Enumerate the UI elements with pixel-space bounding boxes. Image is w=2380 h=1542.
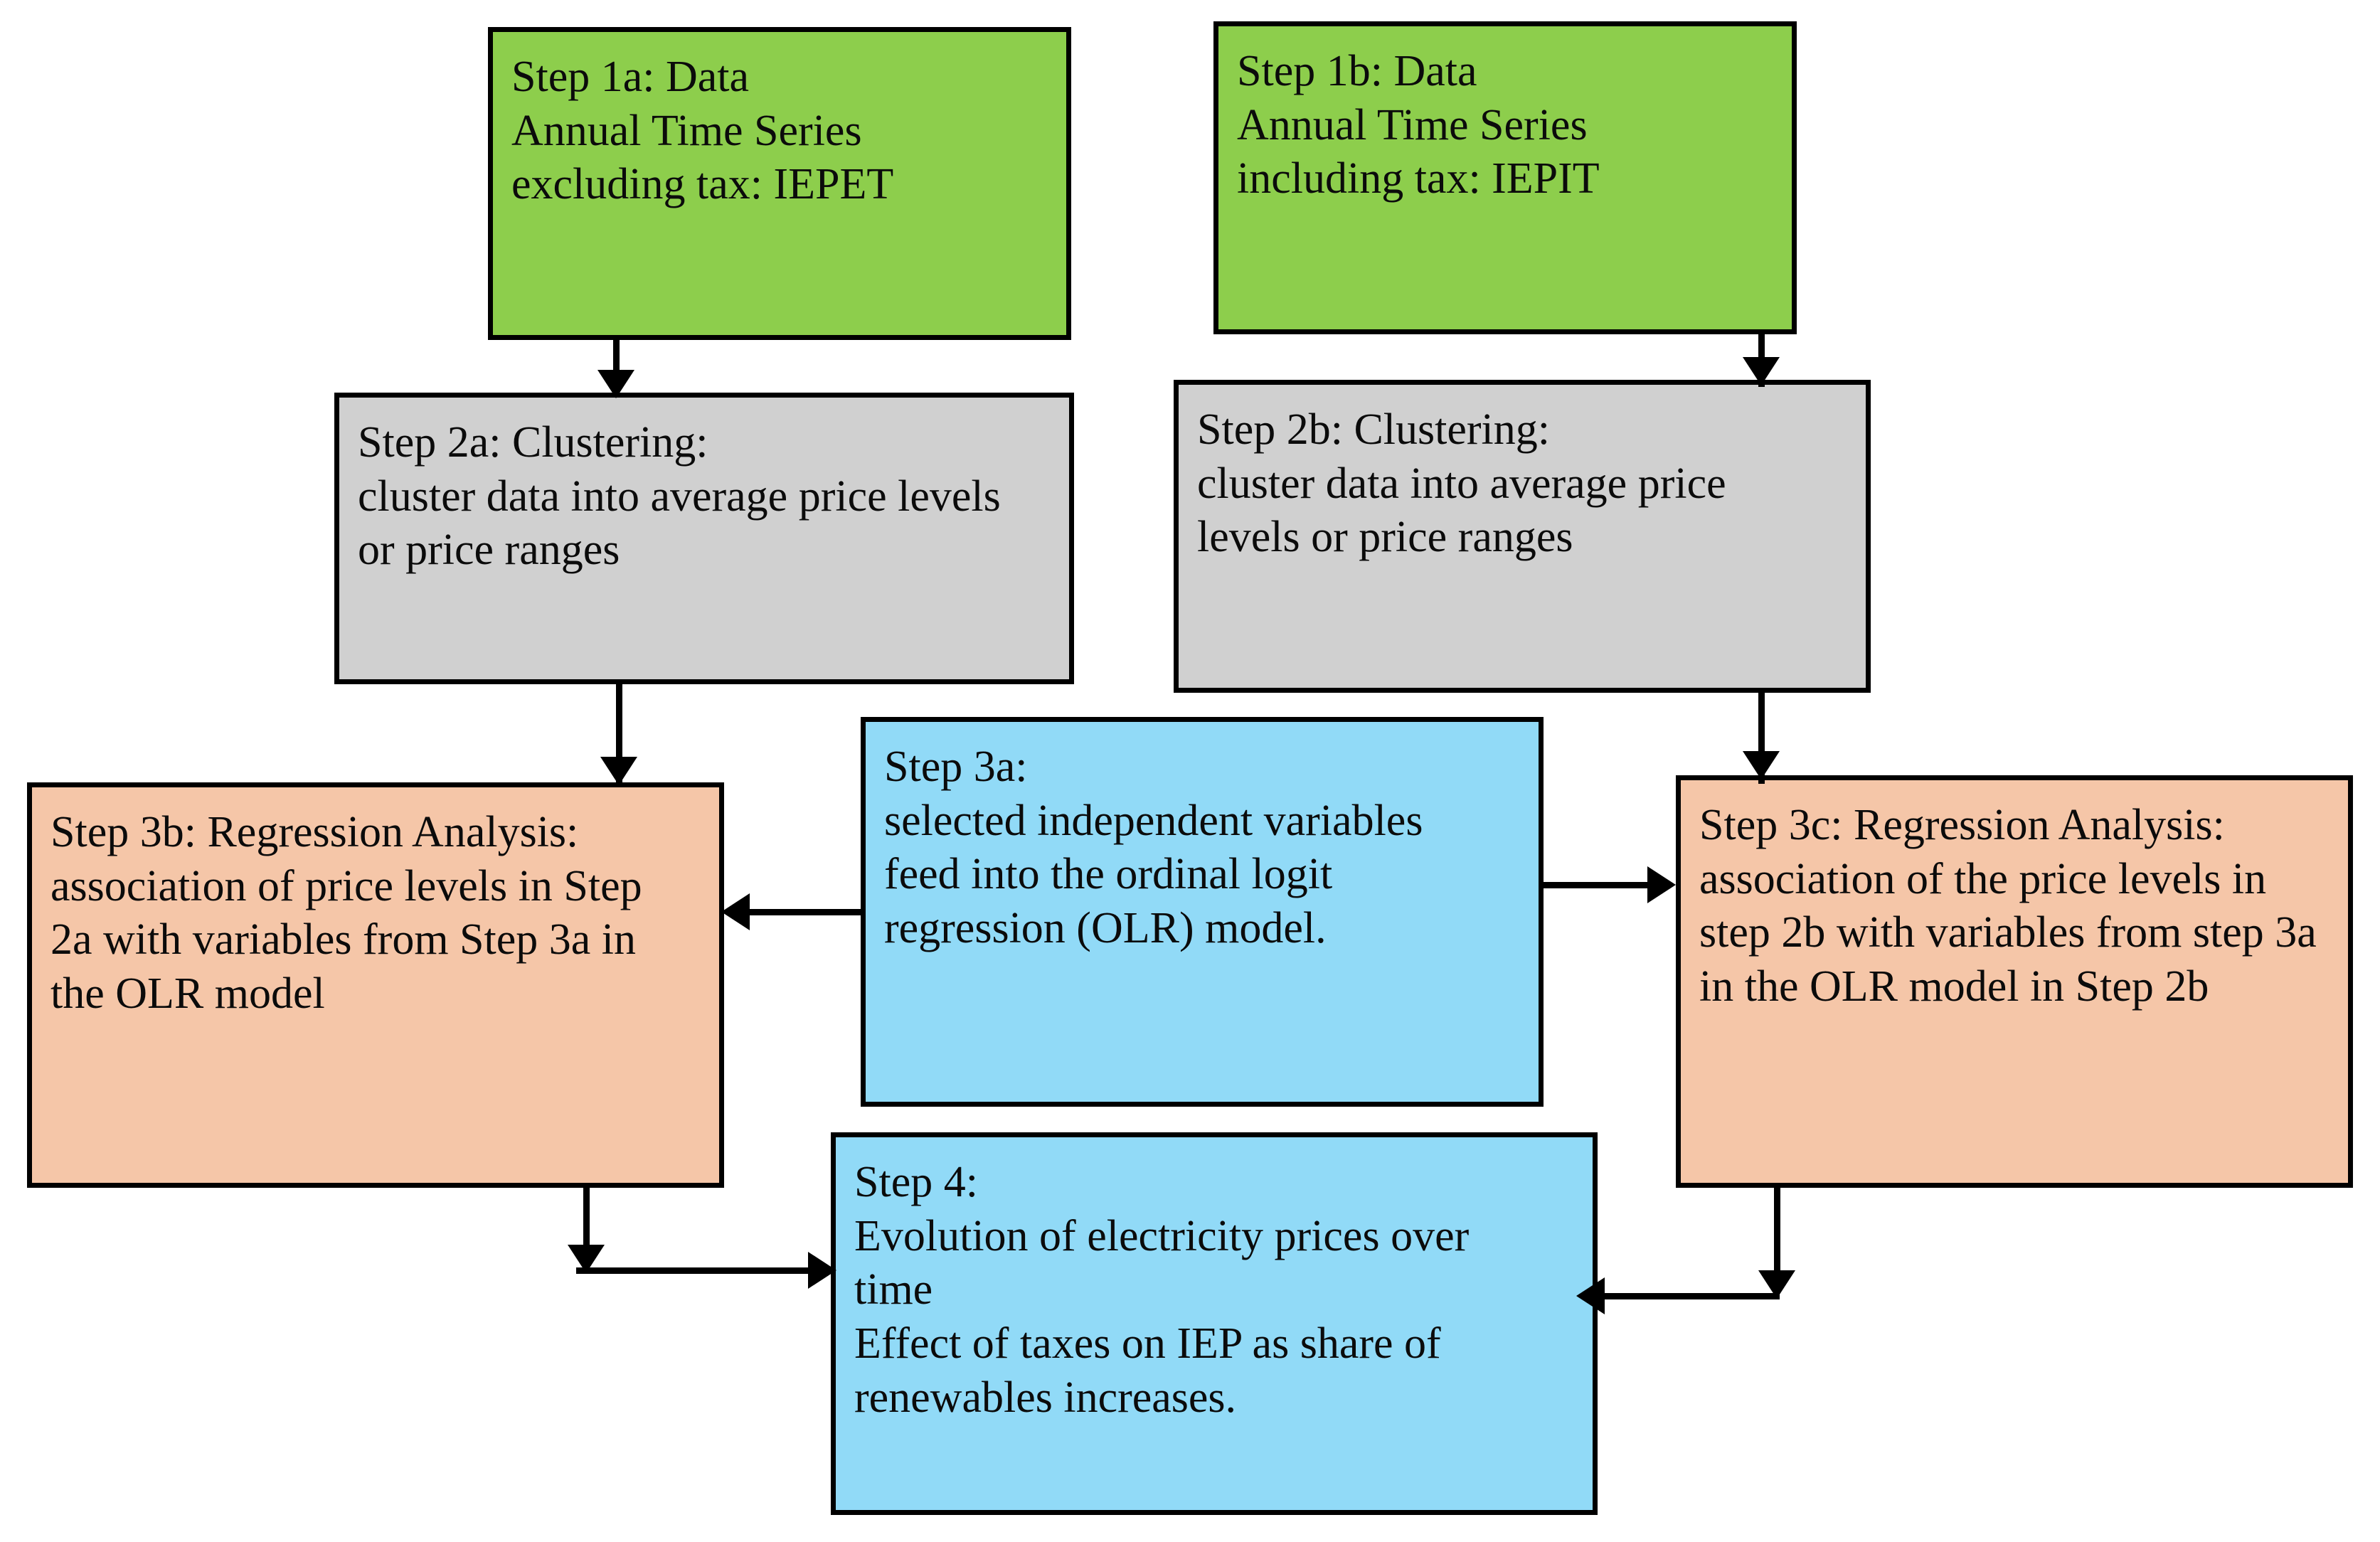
node-step-3b[interactable]: Step 3b: Regression Analysis: associatio…	[27, 782, 724, 1188]
edge-line-vertical	[583, 1188, 590, 1267]
arrow-head-down-icon	[1743, 357, 1780, 386]
node-step-1b[interactable]: Step 1b: Data Annual Time Series includi…	[1213, 21, 1797, 334]
arrow-head-right-icon	[1647, 866, 1676, 903]
edge-line-vertical	[1774, 1188, 1780, 1293]
arrow-head-right-icon	[808, 1252, 836, 1289]
edge-line-horizontal	[1602, 1293, 1780, 1299]
edge-line	[616, 684, 622, 785]
edge-line	[613, 340, 620, 394]
arrow-head-left-icon	[721, 893, 750, 930]
edge-line	[1542, 882, 1650, 888]
arrow-head-down-icon	[597, 370, 634, 398]
edge-line	[1758, 693, 1765, 784]
arrow-head-left-icon	[1576, 1277, 1605, 1314]
edge-line	[747, 909, 862, 915]
node-step-3c[interactable]: Step 3c: Regression Analysis: associatio…	[1676, 775, 2353, 1188]
node-step-3a[interactable]: Step 3a: selected independent variables …	[861, 717, 1544, 1107]
arrow-head-down-icon	[600, 757, 637, 785]
node-step-2b[interactable]: Step 2b: Clustering: cluster data into a…	[1174, 380, 1871, 693]
node-step-2a[interactable]: Step 2a: Clustering: cluster data into a…	[334, 393, 1074, 684]
node-step-1a[interactable]: Step 1a: Data Annual Time Series excludi…	[488, 27, 1071, 340]
node-step-4[interactable]: Step 4: Evolution of electricity prices …	[831, 1132, 1598, 1515]
edge-line-horizontal	[576, 1267, 834, 1274]
arrow-head-down-icon	[1743, 751, 1780, 780]
